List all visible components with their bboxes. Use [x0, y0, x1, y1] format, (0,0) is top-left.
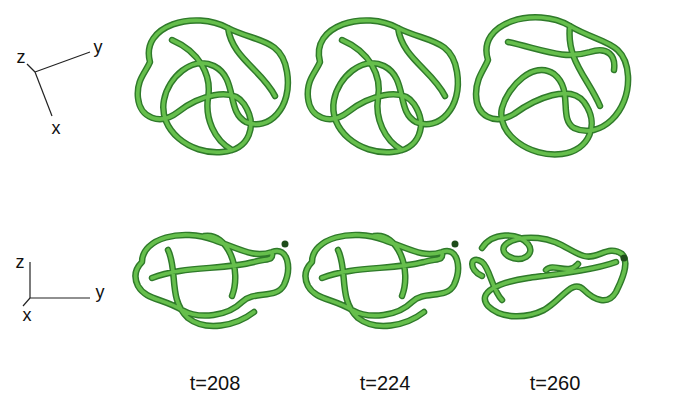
axis-label: y	[96, 283, 105, 301]
axis-label: x	[52, 119, 61, 137]
time-label: t=224	[360, 373, 411, 393]
time-label: t=208	[190, 373, 241, 393]
axis-label: z	[16, 253, 25, 271]
axis-label: z	[17, 48, 26, 66]
time-label: t=260	[530, 373, 581, 393]
axis-label: y	[94, 38, 103, 56]
axis-label: x	[23, 306, 32, 324]
